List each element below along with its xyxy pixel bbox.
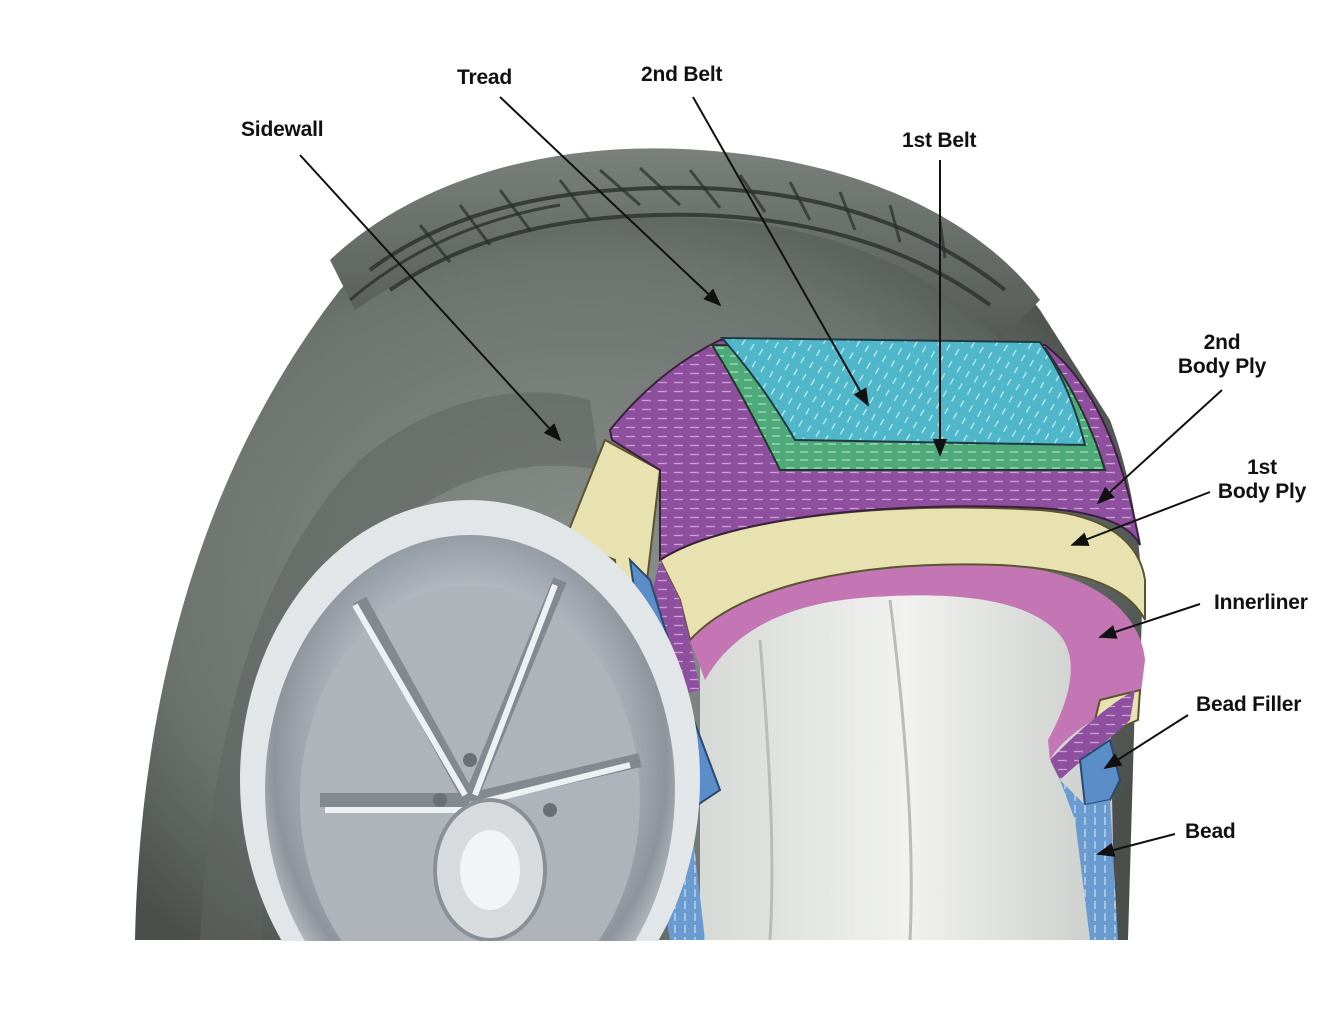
tire-tread-band: [330, 148, 1040, 340]
leader-innerliner: [1098, 603, 1201, 639]
layer-innerliner: [690, 564, 1145, 760]
label-bead-filler: Bead Filler: [1196, 693, 1302, 716]
leader-bead-filler: [1103, 714, 1189, 769]
label-first-body-ply-line1: 1st: [1247, 456, 1277, 479]
leader-second-belt: [692, 96, 869, 407]
tire-inner-cavity: [700, 587, 1115, 941]
leader-lines: [299, 96, 1223, 857]
label-second-body-ply-line2: Body Ply: [1177, 355, 1267, 378]
label-first-belt: 1st Belt: [902, 129, 977, 152]
leader-tread: [499, 96, 722, 307]
tread-grooves-icon: [349, 185, 1007, 307]
label-first-body-ply: 1st Body Ply: [1212, 456, 1312, 504]
label-second-body-ply: 2nd Body Ply: [1172, 331, 1272, 379]
chrome-rim-icon: [240, 500, 700, 1024]
leader-bead: [1096, 833, 1176, 857]
label-bead: Bead: [1185, 820, 1236, 843]
label-sidewall: Sidewall: [241, 118, 324, 141]
label-innerliner: Innerliner: [1214, 591, 1308, 614]
label-tread: Tread: [457, 66, 513, 89]
leader-first-body-ply: [1070, 491, 1211, 546]
label-second-belt: 2nd Belt: [641, 63, 723, 86]
leader-second-body-ply: [1096, 389, 1223, 505]
leader-sidewall: [299, 154, 562, 442]
label-first-body-ply-line2: Body Ply: [1217, 480, 1307, 503]
bottom-crop: [0, 941, 1342, 1024]
label-second-body-ply-line1: 2nd: [1203, 331, 1241, 354]
